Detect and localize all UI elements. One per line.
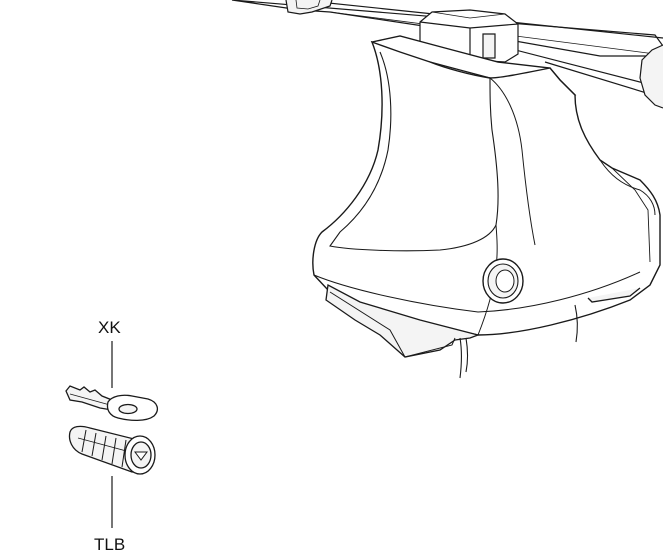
key-icon bbox=[65, 385, 159, 422]
label-lock-cylinder-tlb: TLB bbox=[94, 535, 126, 554]
roof-rack-foot bbox=[312, 35, 661, 336]
foot-strap bbox=[459, 304, 578, 379]
foot-pad bbox=[325, 283, 641, 358]
lock-cylinder-icon bbox=[68, 425, 156, 475]
foot-lock-hole bbox=[482, 258, 524, 304]
label-key-xk: XK bbox=[98, 318, 121, 337]
